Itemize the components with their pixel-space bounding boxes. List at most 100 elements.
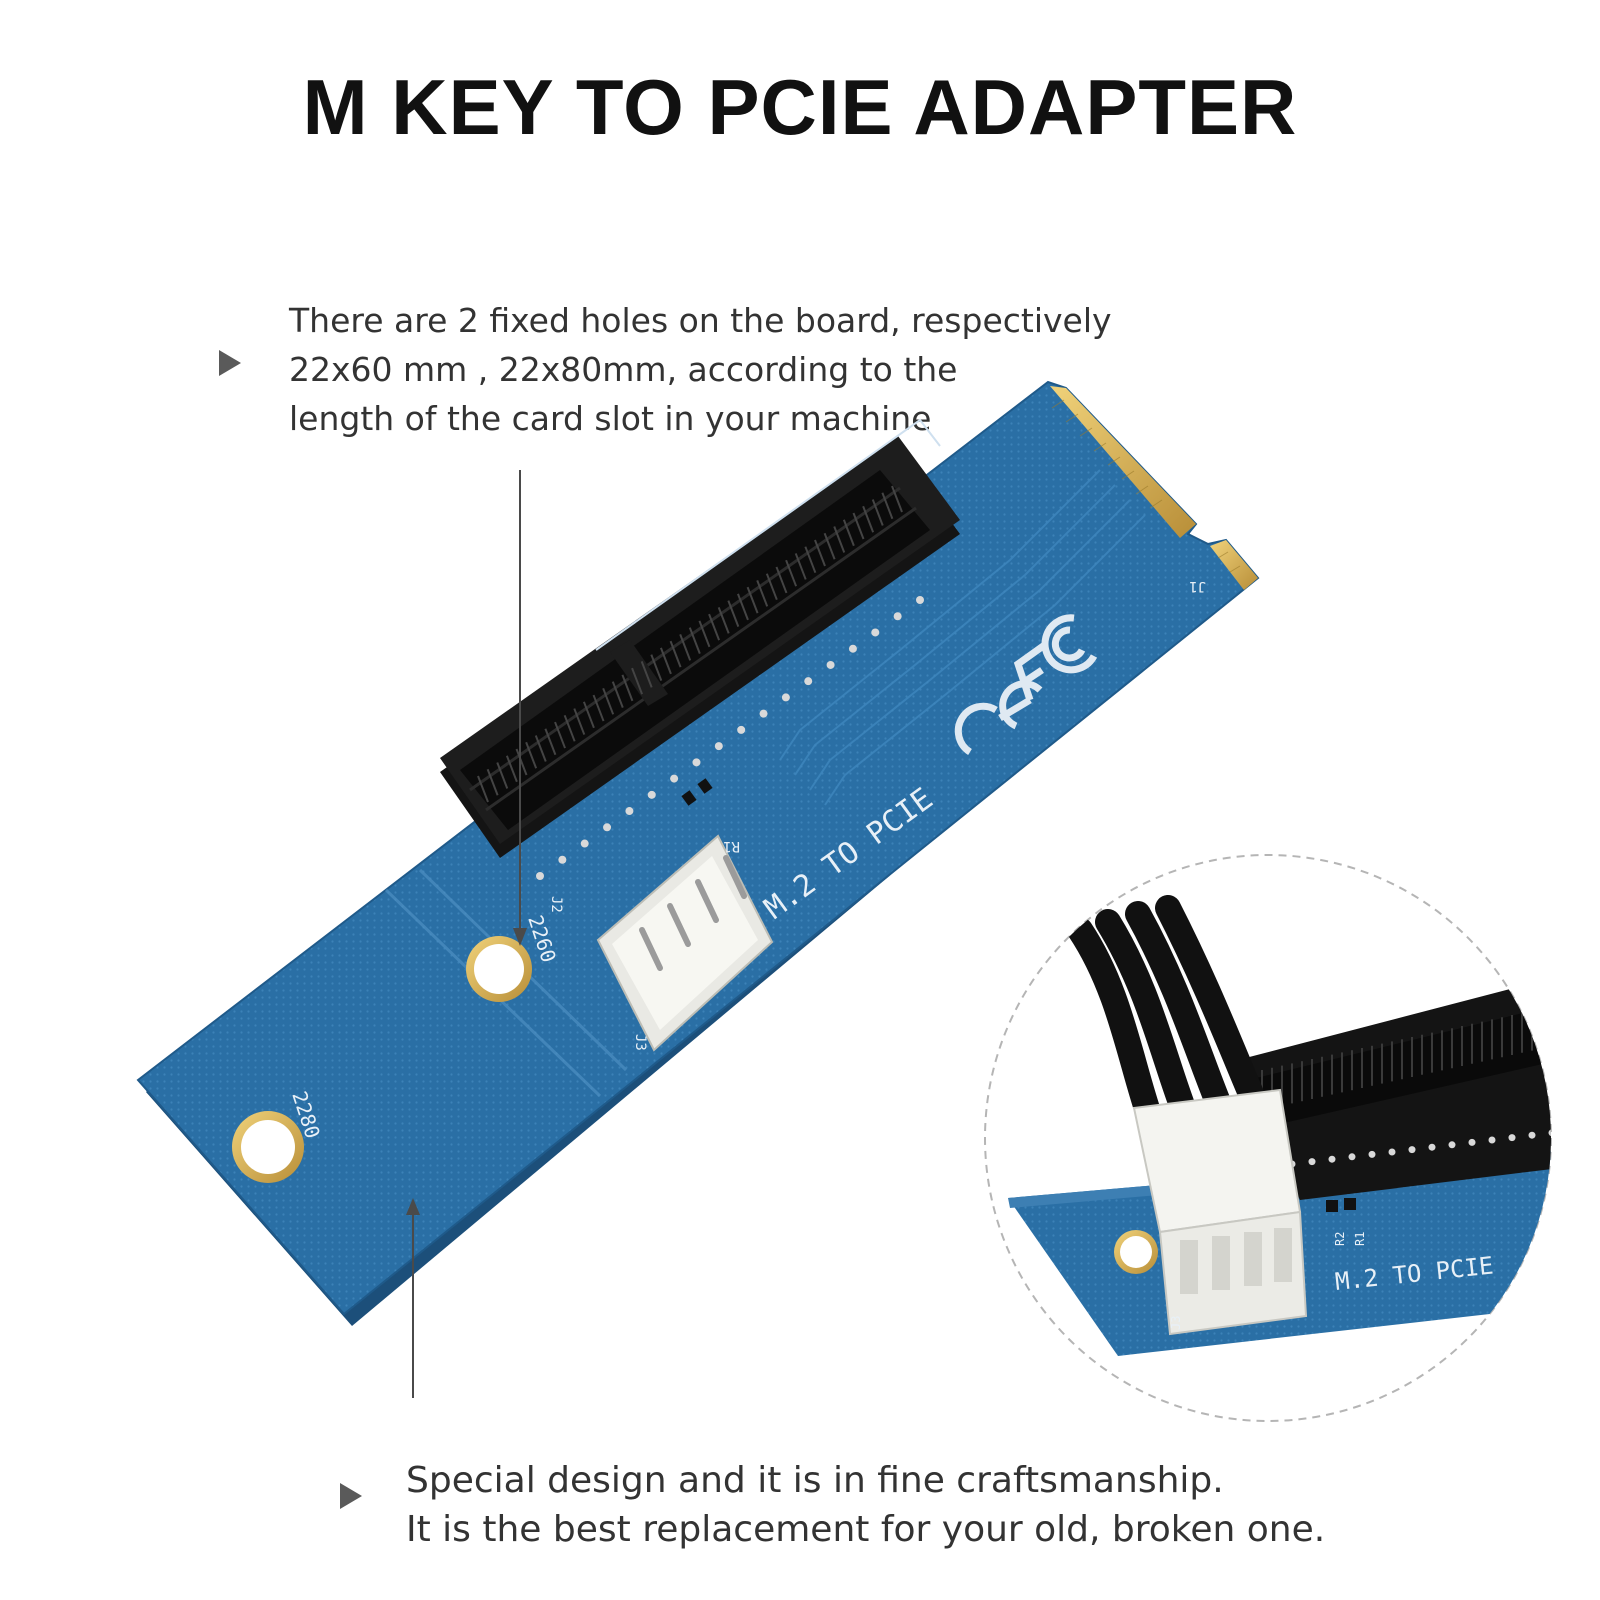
- zoom-solder-pad: [1328, 1155, 1336, 1163]
- solder-pad: [848, 644, 857, 653]
- slot-pin: [573, 708, 586, 735]
- slot-pin: [891, 485, 903, 513]
- slot-pin: [727, 600, 740, 628]
- solder-pad: [692, 758, 701, 767]
- zoom-solder-pad: [1508, 1134, 1516, 1142]
- slot-pin: [737, 593, 749, 621]
- solder-pad: [916, 596, 924, 604]
- pcie-x4-slot: [440, 436, 960, 858]
- callout-line: It is the best replacement for your old,…: [406, 1509, 1326, 1550]
- callout-fixed-holes: There are 2 fixed holes on the board, re…: [289, 296, 1112, 443]
- slot-pin: [881, 492, 894, 520]
- slot-pin: [814, 539, 826, 567]
- solder-pads: [536, 596, 924, 880]
- power-connector-j3: [596, 834, 774, 1052]
- resistor-pads: [681, 778, 713, 806]
- slot-pin: [804, 546, 817, 574]
- zoom-solder-pad: [1528, 1131, 1536, 1139]
- slot-pin: [554, 721, 566, 749]
- slot-pin: [698, 620, 711, 648]
- solder-pad: [625, 807, 634, 816]
- slot-pin: [525, 741, 538, 769]
- resistor-label-r1: R1: [723, 838, 740, 854]
- power-connector-plug: [1132, 1088, 1308, 1336]
- power-cable: [1067, 895, 1271, 1131]
- page-title: M KEY TO PCIE ADAPTER: [302, 63, 1298, 151]
- slot-pin: [708, 613, 721, 641]
- solder-pad: [580, 839, 589, 848]
- slot-pin: [688, 627, 701, 654]
- solder-pad: [759, 709, 768, 718]
- slot-pin: [486, 768, 499, 796]
- zoom-solder-pad: [1388, 1148, 1396, 1156]
- slot-pin: [756, 580, 769, 607]
- connector-label-j1: J1: [1189, 578, 1206, 594]
- pcb-body: [136, 380, 1260, 1316]
- slot-pin: [496, 762, 509, 789]
- zoom-solder-pad: [1368, 1150, 1376, 1158]
- slot-pin: [515, 748, 528, 776]
- slot-pin: [717, 607, 730, 634]
- connector-label-j3: J3: [632, 1034, 648, 1051]
- solder-pad: [714, 742, 723, 751]
- slot-pin: [765, 573, 778, 601]
- slot-pin: [785, 559, 798, 587]
- solder-pad: [603, 823, 612, 832]
- slot-pin: [746, 586, 759, 614]
- slot-pin: [544, 728, 557, 756]
- callout-craftsmanship: Special design and it is in fine craftsm…: [406, 1456, 1325, 1554]
- callout-line: Special design and it is in fine craftsm…: [406, 1460, 1224, 1501]
- zoom-solder-pad: [1488, 1136, 1496, 1144]
- zoom-solder-pad: [1348, 1153, 1356, 1161]
- slot-pin: [563, 714, 576, 742]
- slot-pin: [631, 667, 643, 695]
- zoom-label-r1: R1: [1353, 1232, 1367, 1246]
- callout-line: 22x60 mm , 22x80mm, according to the: [289, 350, 958, 389]
- solder-pad: [893, 612, 902, 621]
- zoom-label-j3: J3: [1169, 1316, 1183, 1330]
- slot-pins: [477, 485, 903, 803]
- callout-line: There are 2 fixed holes on the board, re…: [289, 301, 1112, 340]
- zoom-label-r2: R2: [1333, 1232, 1347, 1246]
- solder-pad: [737, 725, 746, 734]
- mount-hole-2280: [232, 1111, 304, 1183]
- slot-pin: [833, 526, 846, 553]
- slot-pin: [505, 755, 518, 783]
- solder-pad: [781, 693, 790, 702]
- solder-pad: [647, 790, 656, 799]
- connector-label-j2: J2: [548, 896, 564, 913]
- bullet-arrow-icon: [219, 350, 241, 376]
- slot-pin: [842, 519, 855, 547]
- slot-pin: [823, 532, 836, 560]
- fcc-mark-icon: [1013, 614, 1098, 702]
- slot-pin: [621, 674, 634, 702]
- zoom-solder-pad: [1308, 1158, 1316, 1166]
- bullet-arrow-icon: [340, 1483, 362, 1509]
- slot-pin: [534, 735, 547, 762]
- slot-pin: [582, 701, 595, 729]
- callout-line: length of the card slot in your machine: [289, 399, 932, 438]
- m2-adapter-board: M.2 TO PCIE 2260 2280 J1 J2 J3 R1: [136, 380, 1260, 1326]
- slot-pin: [602, 687, 615, 715]
- zoom-detail-view: M.2 TO PCIE J3 R2 R1: [984, 854, 1552, 1422]
- zoom-solder-pad: [1408, 1146, 1416, 1154]
- solder-pad: [826, 660, 835, 669]
- slot-pin: [477, 775, 489, 803]
- slot-pin: [679, 634, 692, 661]
- solder-pad: [804, 677, 813, 686]
- slot-pin: [794, 553, 807, 580]
- zoom-solder-pad: [1428, 1143, 1436, 1151]
- slot-pin: [650, 654, 663, 681]
- mount-hole-2260: [466, 936, 532, 1002]
- ce-mark-icon: [954, 680, 1043, 755]
- slot-pin: [669, 640, 682, 668]
- slot-pin: [611, 681, 624, 708]
- solder-pad: [536, 872, 544, 880]
- solder-pad: [670, 774, 679, 783]
- solder-pad: [558, 855, 567, 864]
- zoom-solder-pad: [1548, 1129, 1551, 1137]
- zoom-solder-pad: [1448, 1141, 1456, 1149]
- slot-pin: [659, 647, 672, 675]
- slot-pin: [862, 505, 875, 533]
